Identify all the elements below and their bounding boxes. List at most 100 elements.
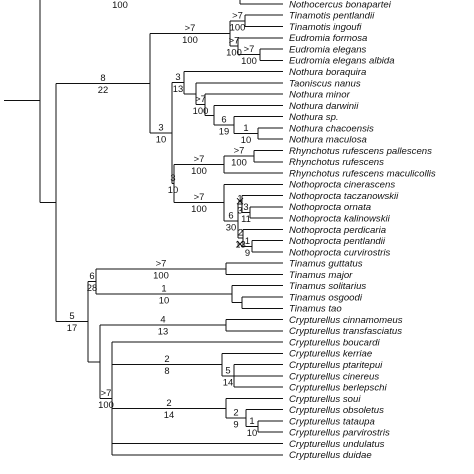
support-value: 6 (221, 114, 226, 125)
support-value: 10 (159, 295, 169, 306)
support-value: 2 (164, 353, 169, 364)
taxon-label: Eudromia elegans (289, 44, 367, 55)
support-value: 100 (230, 21, 246, 32)
taxon-label: Nothoprocta taczanowskii (289, 191, 399, 202)
taxon-label: Crypturellus transfasciatus (289, 326, 402, 337)
support-value: 8 (100, 72, 105, 83)
support-value: 5 (225, 364, 230, 375)
support-value: 14 (223, 376, 233, 387)
support-value: >7 (185, 22, 196, 33)
taxon-label: Nothura maculosa (289, 135, 367, 146)
taxon-label: Tinamotis pentlandii (289, 11, 375, 22)
support-value: 2 (238, 226, 243, 237)
taxon-label: Rhynchotus rufescens maculicollis (289, 168, 436, 179)
support-value: 14 (164, 409, 174, 420)
support-value: 100 (193, 105, 209, 116)
tree-branches (4, 0, 283, 456)
taxon-label: Rhynchotus rufescens (289, 157, 384, 168)
support-value: 100 (98, 399, 114, 410)
support-value: 9 (233, 419, 238, 430)
taxon-label: Taoniscus nanus (289, 78, 361, 89)
support-value: 8 (164, 365, 169, 376)
taxon-label: Crypturellus kerriae (289, 349, 372, 360)
support-value: 100 (182, 34, 198, 45)
support-value: >7 (195, 93, 206, 104)
support-value: 4 (160, 314, 165, 325)
support-value: 17 (67, 322, 77, 333)
support-value: 3 (237, 205, 242, 216)
taxon-label: Nothoprocta perdicaria (289, 225, 386, 236)
cross-mark-icon (236, 240, 244, 248)
taxon-label: Nothoprocta ornata (289, 202, 371, 213)
taxon-label: Nothura sp. (289, 112, 339, 123)
support-value: 100 (241, 55, 257, 66)
support-value: 28 (87, 282, 97, 293)
support-value: 100 (191, 203, 207, 214)
support-values: 100>7100>7100>7100>7100110619>7100313>71… (67, 0, 257, 438)
taxon-label: Nothoprocta curvirostris (289, 247, 391, 258)
taxon-label: Crypturellus tataupa (289, 416, 375, 427)
support-value: 100 (191, 165, 207, 176)
support-value: 1 (161, 283, 166, 294)
taxon-label: Crypturellus boucardi (289, 338, 381, 349)
support-value: 1 (237, 193, 242, 204)
support-value: 19 (219, 126, 229, 137)
taxon-label: Crypturellus cinnamomeus (289, 315, 403, 326)
taxon-label: Rhynchotus rufescens pallescens (289, 146, 432, 157)
support-value: 100 (231, 157, 247, 168)
support-value: 11 (241, 213, 251, 224)
taxon-label: Nothoprocta kalinowskii (289, 214, 391, 225)
support-value: >7 (194, 153, 205, 164)
support-value: 10 (241, 134, 251, 145)
taxon-labels: Nothocercus nigrocapillusNothocercus bon… (289, 0, 436, 461)
support-value: 10 (247, 427, 257, 438)
taxon-label: Tinamotis ingoufi (289, 22, 362, 33)
support-value: 1 (243, 122, 248, 133)
support-value: 100 (112, 0, 128, 10)
taxon-label: Crypturellus soui (289, 394, 361, 405)
support-value: 9 (245, 247, 250, 258)
support-value: 3 (158, 122, 163, 133)
support-value: >7 (156, 257, 167, 268)
taxon-label: Crypturellus undulatus (289, 439, 385, 450)
support-value: >7 (234, 145, 245, 156)
support-value: >7 (229, 35, 240, 46)
support-value: >7 (232, 9, 243, 20)
taxon-label: Crypturellus obsoletus (289, 405, 384, 416)
support-value: 30 (226, 221, 236, 232)
taxon-label: Eudromia formosa (289, 33, 367, 44)
support-value: 2 (166, 397, 171, 408)
taxon-label: Nothoprocta pentlandii (289, 236, 386, 247)
taxon-label: Tinamus guttatus (289, 259, 363, 270)
support-value: >7 (244, 43, 255, 54)
taxon-label: Tinamus tao (289, 304, 342, 315)
taxon-label: Nothocercus bonapartei (289, 0, 392, 10)
support-value: 1 (245, 235, 250, 246)
support-value: 2 (233, 407, 238, 418)
support-value: 100 (153, 269, 169, 280)
support-value: 10 (156, 134, 166, 145)
taxon-label: Eudromia elegans albida (289, 56, 395, 67)
support-value: 6 (228, 209, 233, 220)
support-value: 100 (226, 47, 242, 58)
support-value: 22 (98, 84, 108, 95)
taxon-label: Nothura darwinii (289, 101, 359, 112)
support-value: 13 (235, 238, 245, 249)
support-value: 10 (168, 184, 178, 195)
support-value: 3 (170, 172, 175, 183)
taxon-label: Crypturellus cinereus (289, 371, 379, 382)
taxon-label: Nothura chacoensis (289, 123, 374, 134)
support-value: 13 (158, 326, 168, 337)
taxon-label: Crypturellus berlepschi (289, 383, 387, 394)
taxon-label: Crypturellus parvirostris (289, 428, 390, 439)
taxon-label: Tinamus solitarius (289, 281, 366, 292)
support-value: 1 (249, 415, 254, 426)
taxon-label: Crypturellus ptaritepui (289, 360, 383, 371)
support-value: 13 (173, 83, 183, 94)
taxon-label: Tinamus osgoodi (289, 292, 363, 303)
taxon-label: Tinamus major (289, 270, 353, 281)
taxon-label: Nothoprocta cinerascens (289, 180, 395, 191)
support-value: 3 (243, 201, 248, 212)
support-value: >7 (101, 387, 112, 398)
